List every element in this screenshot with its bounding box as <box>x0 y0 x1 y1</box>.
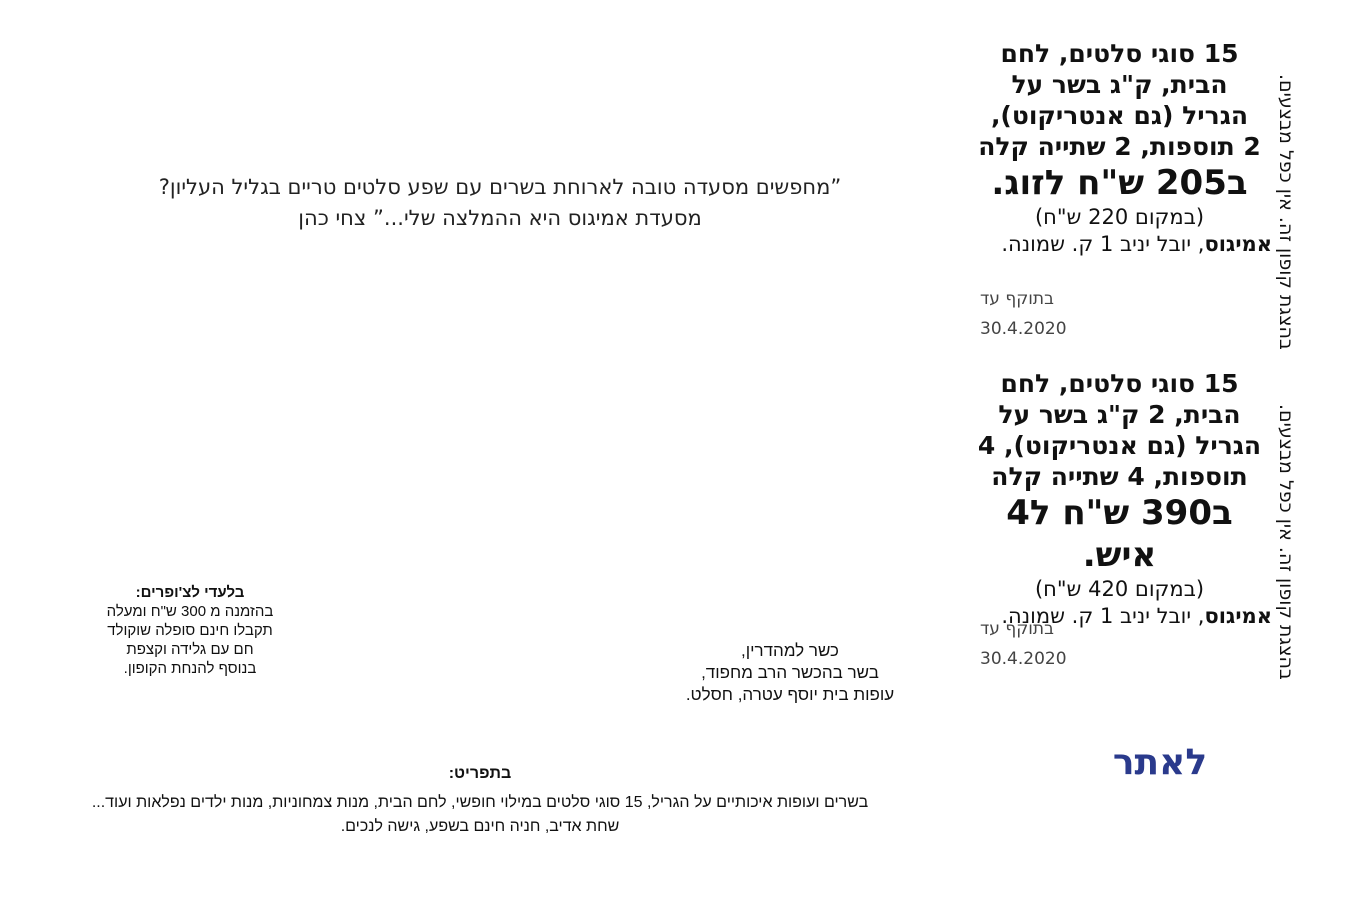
coupon-headline: 15 סוגי סלטים, לחם הבית, 2 ק"ג בשר על הג… <box>967 368 1272 492</box>
coupon-location: אמיגוס, יובל יניב 1 ק. שמונה. <box>967 602 1272 630</box>
go-to-site-link[interactable]: לאתר <box>1112 742 1208 783</box>
quote-line: מסעדת אמיגוס היא ההמלצה שלי...” צחי כהן <box>298 206 702 230</box>
restaurant-name: אמיגוס <box>1204 232 1272 256</box>
coupon-validity: בתוקף עד 30.4.2020 <box>980 284 1100 344</box>
headline-line: הגריל (גם אנטריקוט), <box>990 101 1249 130</box>
exclusive-line: בנוסף להנחת הקופון. <box>123 660 257 677</box>
validity-date: 30.4.2020 <box>980 319 1067 339</box>
headline-line: תוספות, 4 שתייה קלה <box>991 462 1248 491</box>
restaurant-address: , יובל יניב 1 ק. שמונה. <box>1001 604 1205 628</box>
menu-title: בתפריט: <box>448 765 512 782</box>
restaurant-name: אמיגוס <box>1204 604 1272 628</box>
exclusive-line: בהזמנה מ 300 ש"ח ומעלה <box>106 603 274 620</box>
kosher-line: כשר למהדרין, <box>741 641 839 660</box>
exclusive-offer: בלעדי לצ'ופרים: בהזמנה מ 300 ש"ח ומעלה ת… <box>70 583 310 678</box>
coupon-original-price: (במקום 420 ש"ח) <box>1034 577 1205 601</box>
headline-line: 15 סוגי סלטים, לחם <box>1000 39 1239 68</box>
validity-label: בתוקף עד <box>980 289 1054 309</box>
kosher-line: עופות בית יוסף עטרה, חסלט. <box>685 685 895 704</box>
restaurant-address: , יובל יניב 1 ק. שמונה. <box>1001 232 1205 256</box>
headline-line: 15 סוגי סלטים, לחם <box>1000 369 1239 398</box>
coupon-validity: בתוקף עד 30.4.2020 <box>980 614 1100 674</box>
headline-line: הבית, 2 ק"ג בשר על <box>998 400 1241 429</box>
coupon-price: ב390 ש"ח ל4 איש. <box>1006 493 1233 575</box>
headline-line: הבית, ק"ג בשר על <box>1011 70 1228 99</box>
coupon-price: ב205 ש"ח לזוג. <box>991 163 1248 203</box>
headline-line: 2 תוספות, 2 שתייה קלה <box>978 132 1261 161</box>
coupon-headline: 15 סוגי סלטים, לחם הבית, ק"ג בשר על הגרי… <box>967 38 1272 162</box>
coupon-location: אמיגוס, יובל יניב 1 ק. שמונה. <box>967 230 1272 258</box>
quote-line: ”מחפשים מסעדה טובה לארוחת בשרים עם שפע ס… <box>158 175 842 199</box>
validity-date: 30.4.2020 <box>980 649 1067 669</box>
exclusive-line: חם עם גלידה וקצפת <box>126 641 254 658</box>
menu-line: בשרים ועופות איכותיים על הגריל, 15 סוגי … <box>91 794 869 811</box>
kosher-line: בשר בהכשר הרב מחפוד, <box>701 663 879 682</box>
coupon-body: 15 סוגי סלטים, לחם הבית, ק"ג בשר על הגרי… <box>967 38 1272 258</box>
exclusive-line: תקבלו חינם סופלה שוקולד <box>107 622 273 639</box>
menu-line: שחת אדיב, חניה חינם בשפע, גישה לנכים. <box>340 818 620 835</box>
coupon-terms-note: בהצגת קופון זה. אין כפל מבצעים. <box>1275 404 1297 680</box>
menu-description: בתפריט: בשרים ועופות איכותיים על הגריל, … <box>20 762 940 839</box>
headline-line: הגריל (גם אנטריקוט), 4 <box>977 431 1262 460</box>
coupon-couple: בהצגת קופון זה. אין כפל מבצעים. 15 סוגי … <box>960 38 1310 356</box>
kosher-info: כשר למהדרין, בשר בהכשר הרב מחפוד, עופות … <box>640 640 940 706</box>
exclusive-title: בלעדי לצ'ופרים: <box>135 584 245 601</box>
coupon-original-price: (במקום 220 ש"ח) <box>1034 205 1205 229</box>
testimonial-quote: ”מחפשים מסעדה טובה לארוחת בשרים עם שפע ס… <box>100 172 900 234</box>
validity-label: בתוקף עד <box>980 619 1054 639</box>
coupon-terms-note: בהצגת קופון זה. אין כפל מבצעים. <box>1275 74 1297 350</box>
coupon-group-of-four: בהצגת קופון זה. אין כפל מבצעים. 15 סוגי … <box>960 368 1310 686</box>
coupon-body: 15 סוגי סלטים, לחם הבית, 2 ק"ג בשר על הג… <box>967 368 1272 630</box>
